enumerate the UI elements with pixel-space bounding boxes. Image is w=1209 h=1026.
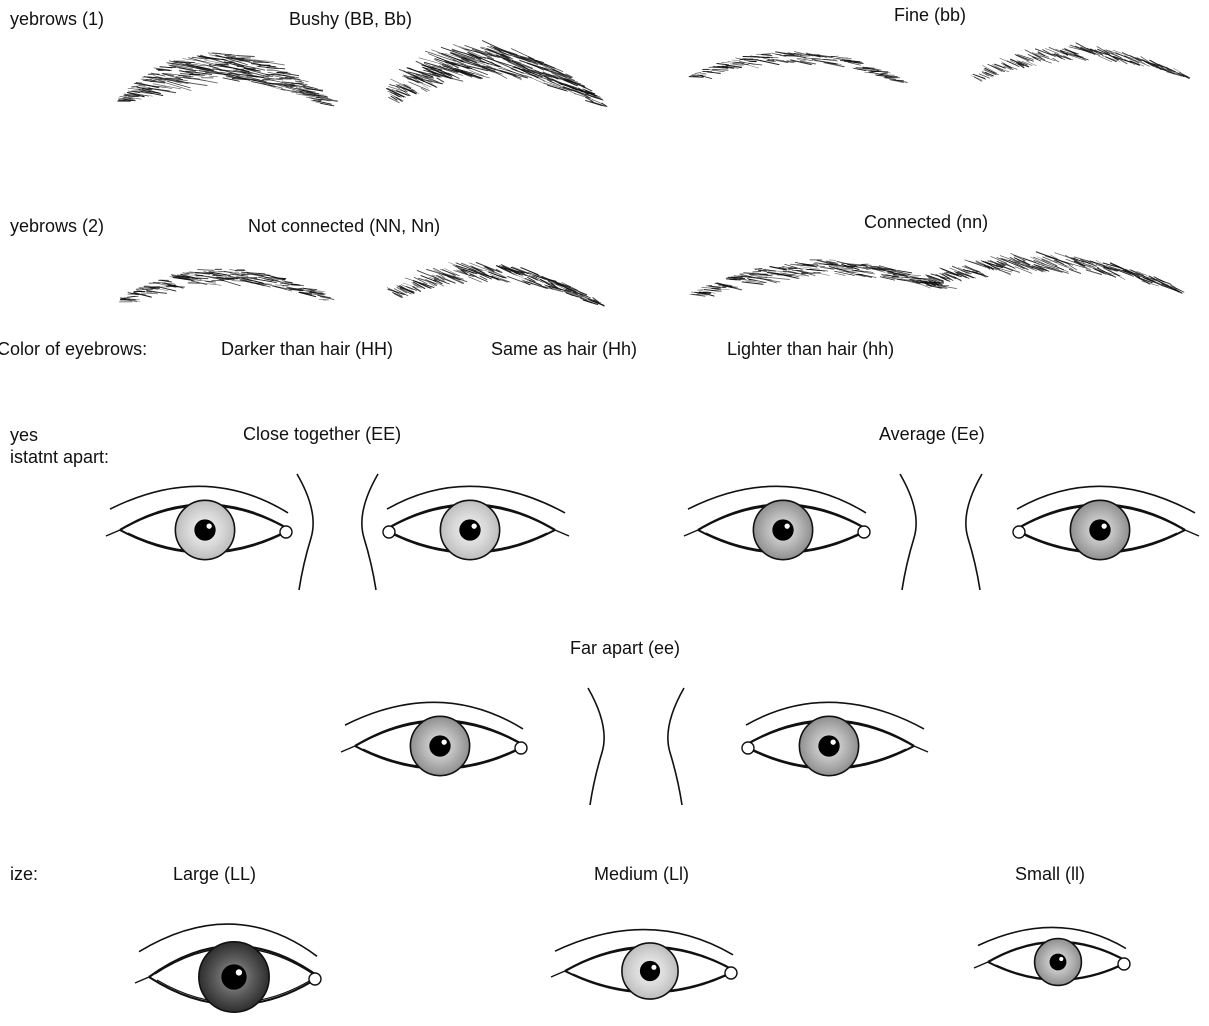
far-apart-right-eye xyxy=(742,702,928,775)
fine-right-eyebrow xyxy=(971,43,1190,81)
fine-left-eyebrow xyxy=(689,52,907,83)
average-nose-bridge xyxy=(900,474,982,590)
far-apart-nose-bridge xyxy=(588,688,684,805)
bushy-left-eyebrow xyxy=(117,53,338,106)
medium-eye-tear-duct xyxy=(725,967,737,979)
medium-eye xyxy=(551,930,737,1000)
far-apart-right-eye-tear-duct xyxy=(742,742,754,754)
connected-left-eyebrow xyxy=(689,260,956,296)
large-eye xyxy=(135,924,321,1012)
average-left-eye-pupil xyxy=(772,519,793,540)
close-together-nose-bridge xyxy=(297,474,378,590)
eyebrows-group xyxy=(117,41,1189,306)
close-together-right-eye-tear-duct xyxy=(383,526,395,538)
not-connected-left-eyebrow xyxy=(120,269,334,302)
large-eye-tear-duct xyxy=(309,973,321,985)
average-right-eye-tear-duct xyxy=(1013,526,1025,538)
close-together-left-eye xyxy=(106,486,292,559)
average-left-eye-tear-duct xyxy=(858,526,870,538)
far-apart-right-eye-pupil xyxy=(818,735,839,756)
far-apart-left-eye-pupil xyxy=(429,735,450,756)
far-apart-left-eye xyxy=(341,702,527,775)
eyes-group xyxy=(106,486,1199,1012)
medium-eye-pupil xyxy=(640,961,660,981)
small-eye xyxy=(974,927,1130,985)
average-right-eye xyxy=(1013,486,1199,559)
close-together-right-eye-pupil xyxy=(459,519,480,540)
small-eye-pupil xyxy=(1050,954,1067,971)
small-eye-tear-duct xyxy=(1118,958,1130,970)
close-together-left-eye-pupil xyxy=(194,519,215,540)
not-connected-right-eyebrow xyxy=(387,262,604,306)
average-left-eye xyxy=(684,486,870,559)
average-right-eye-pupil xyxy=(1089,519,1110,540)
close-together-right-eye xyxy=(383,486,569,559)
large-eye-pupil xyxy=(221,964,246,989)
bushy-right-eyebrow xyxy=(387,41,607,107)
far-apart-left-eye-tear-duct xyxy=(515,742,527,754)
connected-right-eyebrow xyxy=(916,252,1184,293)
close-together-left-eye-tear-duct xyxy=(280,526,292,538)
